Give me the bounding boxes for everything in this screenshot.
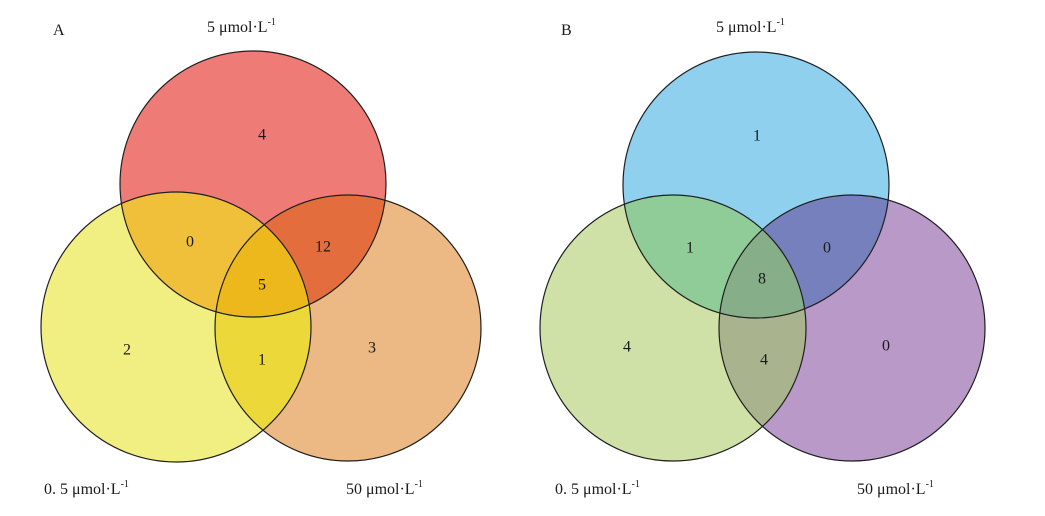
region-top-left: 0	[186, 234, 194, 251]
venn-diagram-b: B 5 μmol·L-1 0. 5 μmol·L-1 50 μmol·L-1 1…	[539, 17, 986, 498]
region-right-only: 3	[368, 340, 376, 357]
region-left-only: 2	[123, 342, 131, 359]
outline-right	[214, 194, 482, 462]
set-label-top: 5 μmol·L-1	[207, 17, 276, 36]
outline-top	[119, 50, 387, 318]
set-label-left: 0. 5 μmol·L-1	[555, 479, 640, 498]
outline-top	[622, 51, 890, 319]
overlap-center	[719, 195, 806, 318]
set-label-right: 50 μmol·L-1	[346, 479, 423, 498]
venn-diagram-a: A 5 μmol·L-1 0. 5 μmol·L-1 50 μmol·L-1 4…	[40, 17, 482, 498]
region-top-only: 1	[753, 128, 761, 145]
panel-letter-a: A	[53, 22, 65, 39]
region-center: 5	[258, 277, 266, 294]
outline-left	[40, 191, 312, 463]
set-label-left: 0. 5 μmol·L-1	[44, 479, 129, 498]
set-label-top: 5 μmol·L-1	[716, 17, 785, 36]
region-top-right: 12	[315, 239, 331, 256]
region-top-only: 4	[258, 127, 266, 144]
outline-left	[539, 194, 807, 462]
region-center: 8	[758, 271, 766, 288]
overlap-center	[215, 195, 311, 317]
region-right-only: 0	[882, 338, 890, 355]
region-left-right: 4	[760, 352, 768, 369]
set-label-right: 50 μmol·L-1	[857, 479, 934, 498]
region-left-only: 4	[623, 339, 631, 356]
region-top-right: 0	[823, 240, 831, 257]
region-left-right: 1	[258, 352, 266, 369]
outline-right	[718, 194, 986, 462]
region-top-left: 1	[686, 240, 694, 257]
panel-letter-b: B	[561, 22, 572, 39]
